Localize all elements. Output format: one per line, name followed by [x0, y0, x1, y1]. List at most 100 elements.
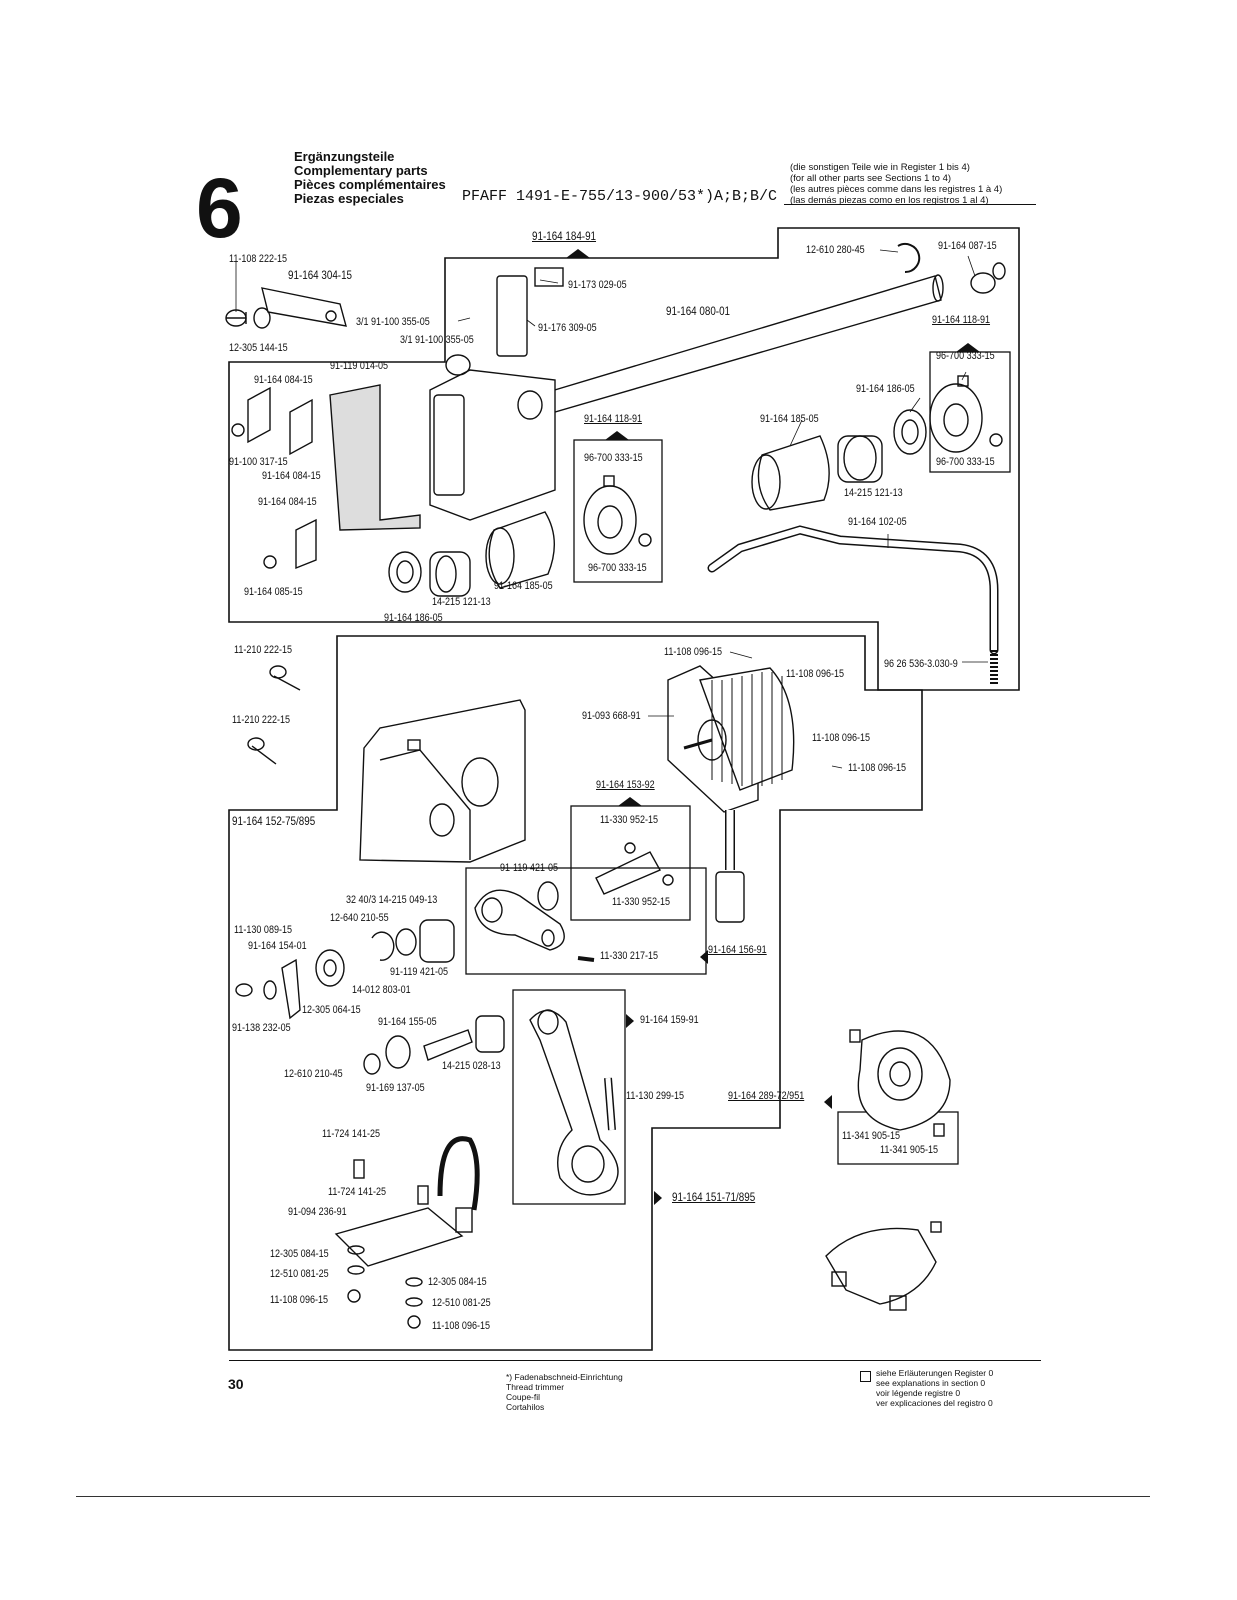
- part-label: 91-119 421-05: [390, 966, 449, 978]
- part-label: 91-164 155-05: [378, 1016, 437, 1028]
- part-label: 91-164 084-15: [254, 374, 313, 386]
- part-label: 12-305 064-15: [302, 1004, 361, 1016]
- part-label: 91-173 029-05: [568, 279, 627, 291]
- model-designation: PFAFF 1491-E-755/13-900/53*)A;B;B/C: [462, 188, 778, 205]
- screw-11-108-222: [226, 312, 247, 324]
- part-label: 11-724 141-25: [322, 1128, 381, 1140]
- motor-connector: [715, 871, 745, 923]
- part-label: 11-108 096-15: [432, 1320, 491, 1332]
- part-label: 11-210 222-15: [234, 644, 293, 656]
- footnote-star: *) Fadenabschneid-Einrichtung Thread tri…: [506, 1372, 623, 1412]
- part-label: 12-510 081-25: [432, 1297, 491, 1309]
- part-label: 11-210 222-15: [232, 714, 291, 726]
- note-fr: (les autres pièces comme dans les regist…: [790, 184, 1003, 195]
- needle-bearing-028-13: [475, 1015, 505, 1053]
- part-label: 12-610 210-45: [284, 1068, 343, 1080]
- part-label: 96-700 333-15: [584, 452, 643, 464]
- part-label: 91-164 185-05: [760, 413, 819, 425]
- part-label: 11-341 905-15: [880, 1144, 939, 1156]
- collar-right: [929, 383, 983, 453]
- part-label: 91-094 236-91: [288, 1206, 347, 1218]
- part-label: 12-305 144-15: [229, 342, 288, 354]
- part-label: 91-164 084-15: [258, 496, 317, 508]
- slide-block: [496, 275, 528, 357]
- arrow-up-118-91-right: [956, 343, 980, 352]
- part-label: 91-164 185-05: [494, 580, 553, 592]
- part-label: 91-119 421-05: [500, 862, 559, 874]
- part-label: 12-510 081-25: [270, 1268, 329, 1280]
- needle-bearing-049-13: [419, 919, 455, 963]
- arrow-left-156-91: [700, 950, 708, 964]
- part-label: 11-108 096-15: [664, 646, 723, 658]
- title-en: Complementary parts: [294, 163, 428, 178]
- screw-317-15: [231, 423, 245, 437]
- part-label: 91-093 668-91: [582, 710, 641, 722]
- screw-11-130-089: [235, 983, 253, 997]
- part-label: 91-164 184-91: [532, 229, 597, 243]
- screw-11-210-222-b: [251, 745, 277, 765]
- cover-289-72: [857, 1030, 951, 1131]
- footnote-en: Thread trimmer: [506, 1382, 565, 1392]
- part-label: 91-164 304-15: [288, 268, 353, 282]
- washer-186-05-right: [893, 409, 927, 455]
- part-label: 11-130 089-15: [234, 924, 293, 936]
- part-label: 11-108 222-15: [229, 253, 288, 265]
- part-label: 91-164 186-05: [856, 383, 915, 395]
- note-es: (las demás piezas como en los registros …: [790, 195, 989, 206]
- standoff-b: [417, 1185, 429, 1205]
- part-label: 3/1 91-100 355-05: [400, 334, 474, 346]
- note-en: (for all other parts see Sections 1 to 4…: [790, 173, 952, 184]
- legend-text: siehe Erläuterungen Register 0 see expla…: [876, 1368, 993, 1408]
- part-label: 11-724 141-25: [328, 1186, 387, 1198]
- box-link-arm: [512, 989, 626, 1205]
- washer-12-305-064: [263, 980, 277, 1000]
- title-de: Ergänzungsteile: [294, 149, 395, 164]
- footer-rule: [229, 1360, 1041, 1361]
- sensor-shaft: [595, 851, 661, 895]
- retaining-ring: [897, 243, 921, 274]
- part-label: 96-700 333-15: [588, 562, 647, 574]
- note-de: (die sonstigen Teile wie in Register 1 b…: [790, 162, 970, 173]
- part-label: 91-164 151-71/895: [672, 1190, 756, 1204]
- part-label: 11-130 299-15: [626, 1090, 685, 1102]
- part-label: 91-164 154-01: [248, 940, 307, 952]
- part-label: 96-700 333-15: [936, 350, 995, 362]
- footnote-fr: Coupe-fil: [506, 1392, 541, 1402]
- pin-155-05: [423, 1029, 473, 1061]
- legend-de: siehe Erläuterungen Register 0: [876, 1368, 994, 1378]
- part-label: 11-108 096-15: [812, 732, 871, 744]
- box-collar-right: [929, 351, 1011, 473]
- arrow-up-184-91: [566, 249, 590, 258]
- screw-085-15: [263, 555, 277, 569]
- standoff-a: [353, 1159, 365, 1179]
- legend-fr: voir légende registre 0: [876, 1388, 961, 1398]
- part-label: 91-164 080-01: [666, 304, 731, 318]
- part-label: 91-164 085-15: [244, 586, 303, 598]
- arrow-left-289-72: [824, 1095, 832, 1109]
- box-crank: [465, 867, 707, 975]
- part-label: 11-341 905-15: [842, 1130, 901, 1142]
- part-label: 12-610 280-45: [806, 244, 865, 256]
- circuit-board-236-91: [334, 1207, 464, 1267]
- legend-es: ver explicaciones del registro 0: [876, 1398, 993, 1408]
- part-label: 11-330 217-15: [600, 950, 659, 962]
- shaft-coupling: [970, 272, 996, 294]
- part-label: 91-164 186-05: [384, 612, 443, 624]
- page-number: 30: [228, 1376, 244, 1392]
- washer-91-169: [385, 1035, 411, 1069]
- part-label: 91-119 014-05: [330, 360, 389, 372]
- legend-en: see explanations in section 0: [876, 1378, 986, 1388]
- part-label: 11-330 952-15: [612, 896, 671, 908]
- part-label: 14-012 803-01: [352, 984, 411, 996]
- part-label: 11-330 952-15: [600, 814, 659, 826]
- washer-12-610-210: [363, 1053, 381, 1075]
- part-label: 96-700 333-15: [936, 456, 995, 468]
- part-label: 91-164 156-91: [708, 944, 767, 956]
- group-outline-middle: [228, 635, 923, 1351]
- needle-bearing-121-13: [429, 551, 471, 597]
- guard-housing: [825, 1227, 937, 1305]
- part-label: 91-164 152-75/895: [232, 814, 316, 828]
- title-fr: Pièces complémentaires: [294, 177, 446, 192]
- bracket-plate: [261, 287, 347, 327]
